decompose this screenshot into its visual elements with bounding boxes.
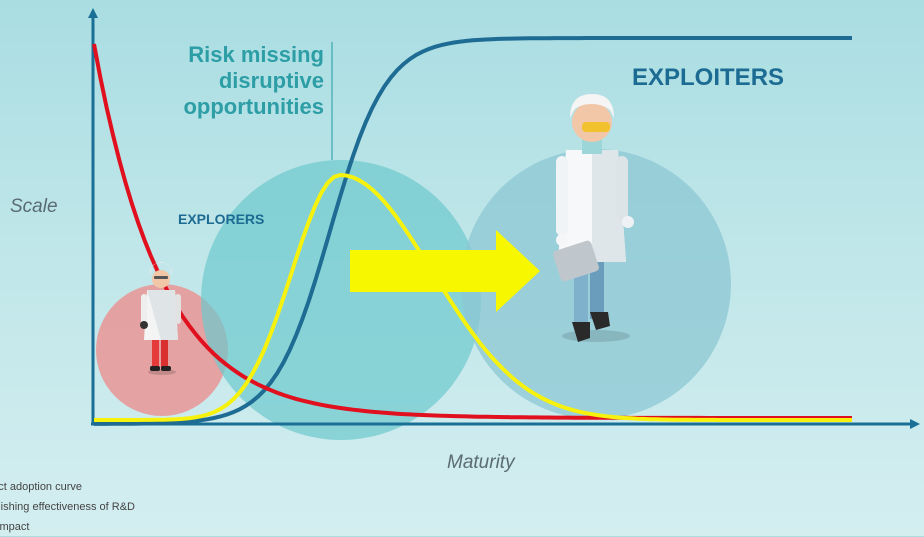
- legend-item-adoption: duct adoption curve: [0, 481, 83, 493]
- risk-line-3: opportunities: [183, 94, 324, 119]
- exploiters-label: EXPLOITERS: [632, 64, 785, 91]
- scientist-explorer-icon: [140, 262, 181, 375]
- scientist-exploiter-icon: [553, 94, 634, 342]
- axes: [88, 8, 920, 429]
- x-axis-label: Maturity: [447, 452, 515, 473]
- risk-annotation: Risk missing disruptive opportunities: [124, 42, 324, 120]
- explorers-label: EXPLORERS: [178, 211, 265, 227]
- risk-line-1: Risk missing: [188, 42, 324, 67]
- legend-item-impact: D impact: [0, 521, 30, 533]
- adoption-curve: [94, 36, 852, 426]
- right-arrow-icon: [350, 230, 540, 312]
- x-axis-arrow-icon: [910, 419, 920, 429]
- rnd-impact-curve: [94, 172, 852, 422]
- legend: duct adoption curve hinishing effectiven…: [0, 477, 135, 537]
- y-axis-label: Scale: [10, 196, 58, 217]
- y-axis-arrow-icon: [88, 8, 98, 18]
- legend-item-effectiveness: hinishing effectiveness of R&D: [0, 501, 135, 513]
- middle-circle: [201, 160, 481, 440]
- risk-line-2: disruptive: [218, 68, 324, 93]
